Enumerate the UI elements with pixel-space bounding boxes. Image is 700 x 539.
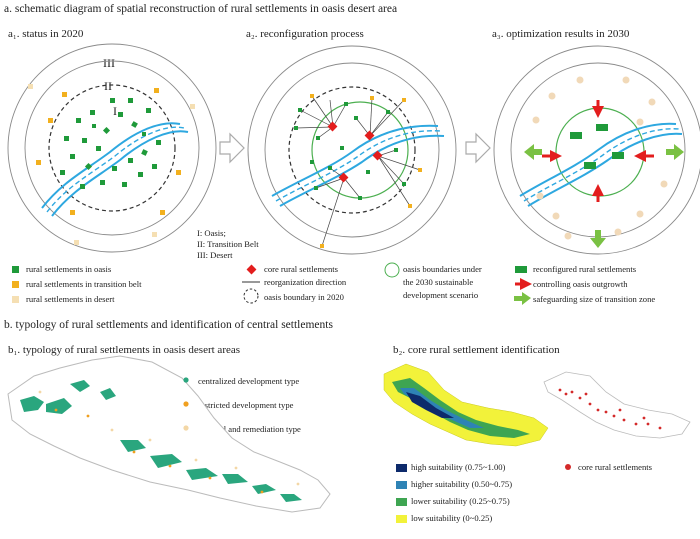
legend-transition-settlement: rural settlements in transition belt	[26, 279, 142, 289]
river-a1	[41, 122, 189, 217]
removal-type-b1	[38, 390, 300, 486]
legend-reconfigured: reconfigured rural settlements	[533, 264, 637, 274]
zone-key-transition: II: Transition Belt	[197, 239, 259, 249]
legend-restricted: restricted development type	[198, 400, 294, 410]
panel-b1-label: b₁. typology of rural settlements in oas…	[8, 344, 241, 356]
arrow-a1-a2	[219, 132, 245, 164]
arrow-a2-a3	[465, 132, 491, 164]
legend-symbols-a	[12, 262, 532, 305]
legend-oasis-square	[12, 266, 19, 273]
panel-b2-core-map	[543, 371, 691, 439]
core-settlements-a2	[327, 121, 383, 183]
legend-reorganization: reorganization direction	[264, 277, 347, 287]
transition-arrows-a3	[524, 144, 684, 248]
legend-removal: removal and remediation type	[198, 424, 301, 434]
transition-settlements-a2	[310, 94, 422, 248]
legend-symbols-b2	[396, 464, 571, 523]
legend-oasis-boundary-2020: oasis boundary in 2020	[264, 292, 344, 302]
panel-a1-label: a₁. status in 2020	[8, 28, 84, 40]
legend-high-suitability: high suitability (0.75~1.00)	[411, 462, 506, 472]
oasis-boundary-2020-a2	[288, 86, 416, 214]
legend-boundary-2020-circle	[243, 288, 259, 304]
panel-b1-map	[7, 355, 331, 513]
legend-core-settlement: core rural settlements	[264, 264, 338, 274]
oasis-boundary-2030-a2	[311, 101, 409, 199]
desert-ring-a3	[493, 45, 700, 255]
panel-a2-diagram	[247, 45, 457, 255]
panel-b2-suitability-map	[383, 363, 549, 447]
legend-transition-square	[12, 281, 19, 288]
panel-a3-diagram	[493, 45, 700, 255]
section-a-title: a. schematic diagram of spatial reconstr…	[4, 3, 398, 15]
transition-ring-a2	[264, 62, 440, 238]
outgrowth-arrows-a3	[542, 100, 654, 202]
desert-settlements-a3	[532, 76, 668, 240]
legend-boundary-2030-circle	[384, 262, 400, 278]
legend-symbols-b1	[183, 377, 189, 431]
zone-1-label: I	[113, 104, 117, 118]
oasis-settlements-a2	[294, 102, 406, 200]
river-a3	[519, 122, 683, 207]
transition-ring-a1	[24, 60, 200, 236]
panel-a1-diagram	[7, 43, 217, 253]
panel-a3-label: a₃. optimization results in 2030	[492, 28, 630, 40]
zone-2-label: II	[104, 79, 112, 93]
legend-boundary-2030-line2: the 2030 sustainable	[403, 277, 474, 287]
restricted-type-b1	[54, 408, 264, 494]
legend-boundary-2030-line3: development scenario	[403, 290, 479, 300]
oasis-boundary-2020-a1	[48, 84, 176, 212]
zone-key-oasis: I: Oasis;	[197, 228, 226, 238]
zone-3-label: III	[103, 56, 115, 70]
legend-safeguarding: safeguarding size of transition zone	[533, 294, 656, 304]
desert-ring-a1	[7, 43, 217, 253]
transition-settlements-a1	[36, 88, 181, 215]
reconfigured-settlements-a3	[570, 124, 624, 169]
panel-b2-label: b₂. core rural settlement identification	[393, 344, 560, 356]
zone-key-desert: III: Desert	[197, 250, 233, 260]
legend-oasis-settlement: rural settlements in oasis	[26, 264, 112, 274]
legend-core-diamond	[246, 264, 257, 275]
oasis-settlements-a1	[60, 98, 161, 189]
river-a2	[271, 124, 445, 207]
section-b-title: b. typology of rural settlements and ide…	[4, 319, 333, 331]
reorganization-lines-a2	[295, 95, 421, 247]
legend-desert-square	[12, 296, 19, 303]
legend-boundary-2030-line1: oasis boundaries under	[403, 264, 482, 274]
panel-a2-label: a₂. reconfiguration process	[246, 28, 364, 40]
desert-settlements-a1	[28, 84, 195, 245]
legend-core-settlements-b2: core rural settlements	[578, 462, 652, 472]
legend-green-arrow	[514, 292, 531, 305]
legend-low-suitability: low suitability (0~0.25)	[411, 513, 493, 523]
legend-lower-suitability: lower suitability (0.25~0.75)	[411, 496, 510, 506]
legend-desert-settlement: rural settlements in desert	[26, 294, 115, 304]
region-outline-b1	[7, 355, 331, 513]
legend-higher-suitability: higher suitability (0.50~0.75)	[411, 479, 513, 489]
legend-controlling-outgrowth: controlling oasis outgrowth	[533, 279, 628, 289]
desert-ring-a2	[247, 45, 457, 255]
legend-centralized: centralized development type	[198, 376, 300, 386]
legend-reconfigured-rect	[515, 266, 527, 273]
